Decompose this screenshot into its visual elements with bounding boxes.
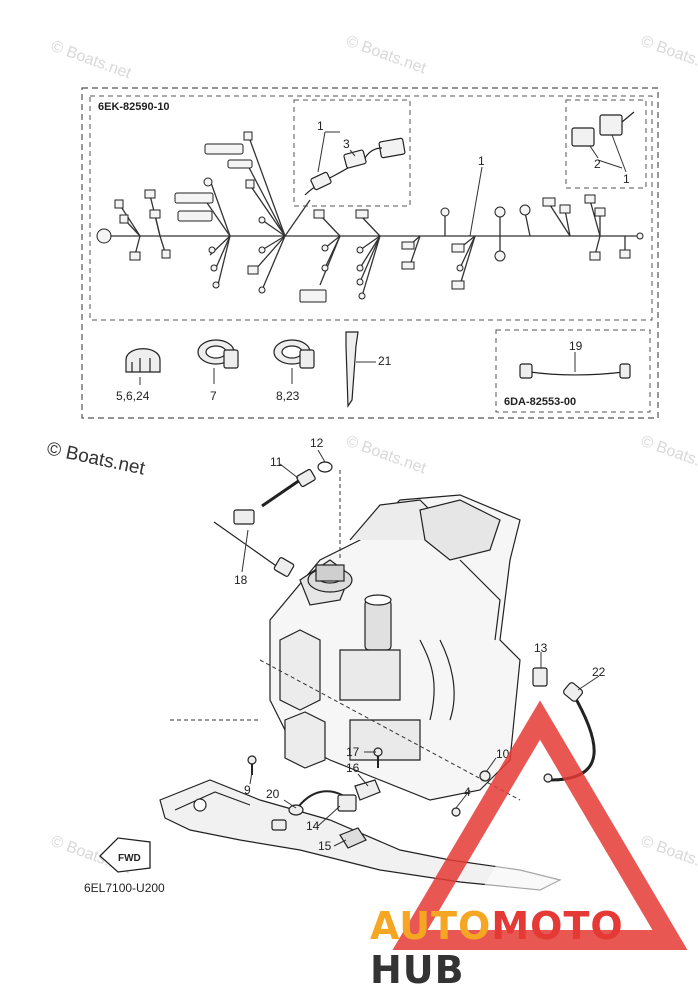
callout-20: 20 [266,787,280,801]
watermark-top-left: © Boats.net [49,38,134,83]
watermark-large: © Boats.net [45,438,147,479]
callout-1-subkit: 1 [317,119,324,133]
kit-code-main: 6EK-82590-10 [98,101,170,113]
cable-part-19 [519,363,631,379]
callout-16: 16 [346,761,360,775]
callout-7: 7 [210,389,217,403]
subkit-3-parts [304,137,406,196]
callout-13: 13 [534,641,548,655]
callout-18: 18 [234,573,248,587]
subkit-frame-3 [293,99,411,207]
callout-22: 22 [592,665,606,679]
fwd-arrow: FWD [99,837,151,873]
kit-frame-outer [81,87,659,419]
callout-1-harness: 1 [478,154,485,168]
watermark-mid-center: © Boats.net [344,433,429,478]
callout-15: 15 [318,839,332,853]
engine-callouts: 12 11 18 13 22 10 17 16 9 20 4 14 15 [234,436,606,853]
watermark-top-center: © Boats.net [344,33,429,78]
callout-3: 3 [343,137,350,151]
callout-12: 12 [310,436,324,450]
automotohub-logo-mark [392,700,688,950]
subkit-frame-19 [495,329,651,413]
callout-19: 19 [569,339,583,353]
callout-9: 9 [244,783,251,797]
subkit-frame-2 [565,99,647,189]
watermark-top-right: © Boats.net [639,33,698,78]
callout-2: 2 [594,157,601,171]
harness-connectors [96,131,644,303]
watermark-mid-right: © Boats.net [639,433,698,478]
brand-moto: MOTO [491,904,624,948]
engine-parts [213,461,596,849]
leader-lines [170,449,600,847]
callout-14: 14 [306,819,320,833]
figure-code: 6EL7100-U200 [84,881,165,895]
clamp-parts [125,331,359,408]
brand-hub: HUB [370,948,465,992]
brand-auto: AUTO [370,904,492,948]
engine-block [269,494,521,801]
callout-1-subkit2: 1 [623,172,630,186]
callout-5-6-24: 5,6,24 [116,389,150,403]
callout-21: 21 [378,354,392,368]
harness-frame [89,95,653,321]
fwd-label: FWD [118,853,141,864]
subkit-2-parts [571,111,635,147]
kit-code-sub: 6DA-82553-00 [504,396,576,408]
watermark-bottom-right: © Boats.net [639,833,698,878]
callout-4: 4 [464,785,471,799]
callout-11: 11 [270,455,283,469]
automotohub-wordmark: AUTOMOTO HUB [370,904,698,992]
callout-17: 17 [346,745,360,759]
callout-8-23: 8,23 [276,389,300,403]
